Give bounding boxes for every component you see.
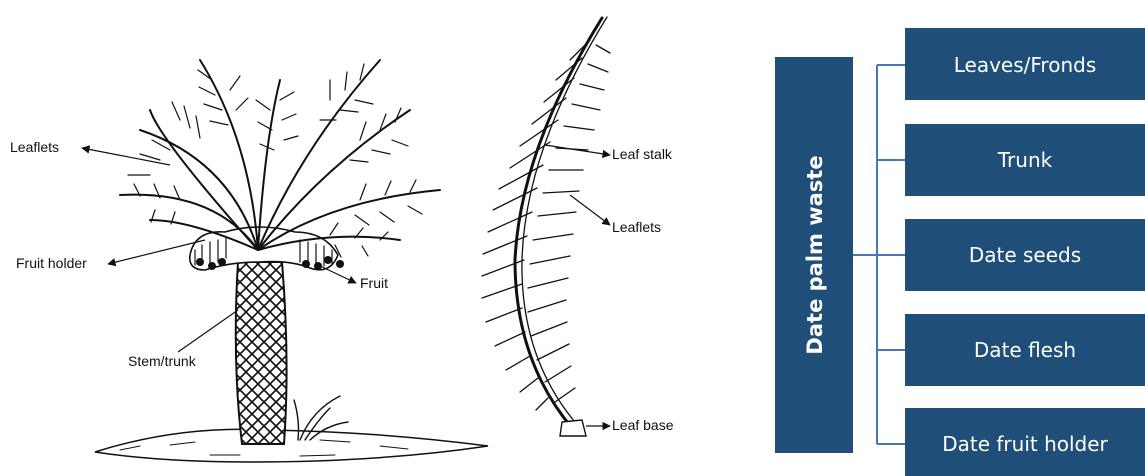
leaf-annotations: Leaf stalk Leaflets Leaf base (545, 145, 674, 433)
label-leaf-leaflets: Leaflets (612, 219, 661, 235)
label-fruit-holder: Fruit holder (16, 255, 87, 271)
leader-leaf-leaflets (570, 195, 610, 225)
leader-fruit (318, 265, 356, 283)
trunk-shape (236, 262, 287, 444)
child-label-leaves-fronds: Leaves/Fronds (954, 53, 1097, 77)
hierarchy-connectors (853, 65, 905, 444)
leader-leaf-stalk (545, 145, 610, 155)
label-leaf-stalk: Leaf stalk (612, 146, 673, 162)
label-leaf-base: Leaf base (612, 417, 674, 433)
child-label-date-flesh: Date flesh (974, 338, 1076, 362)
leaf-frond-drawing (482, 17, 610, 436)
palm-tree-drawing (95, 60, 488, 462)
root-label: Date palm waste (803, 155, 827, 354)
leader-stem-trunk (178, 310, 238, 352)
leader-tree-leaflets (82, 148, 170, 165)
label-stem-trunk: Stem/trunk (128, 353, 197, 369)
ground-mound (95, 429, 488, 462)
child-label-date-fruit-holder: Date fruit holder (942, 432, 1108, 456)
waste-hierarchy: Date palm waste Leaves/Fronds Trunk Date… (775, 28, 1145, 476)
leaf-rachis (515, 18, 602, 428)
label-fruit: Fruit (360, 275, 388, 291)
label-tree-leaflets: Leaflets (10, 139, 59, 155)
leaf-leaflets (482, 40, 610, 410)
palm-fronds (120, 60, 440, 250)
child-label-trunk: Trunk (997, 148, 1053, 172)
child-label-date-seeds: Date seeds (969, 243, 1081, 267)
